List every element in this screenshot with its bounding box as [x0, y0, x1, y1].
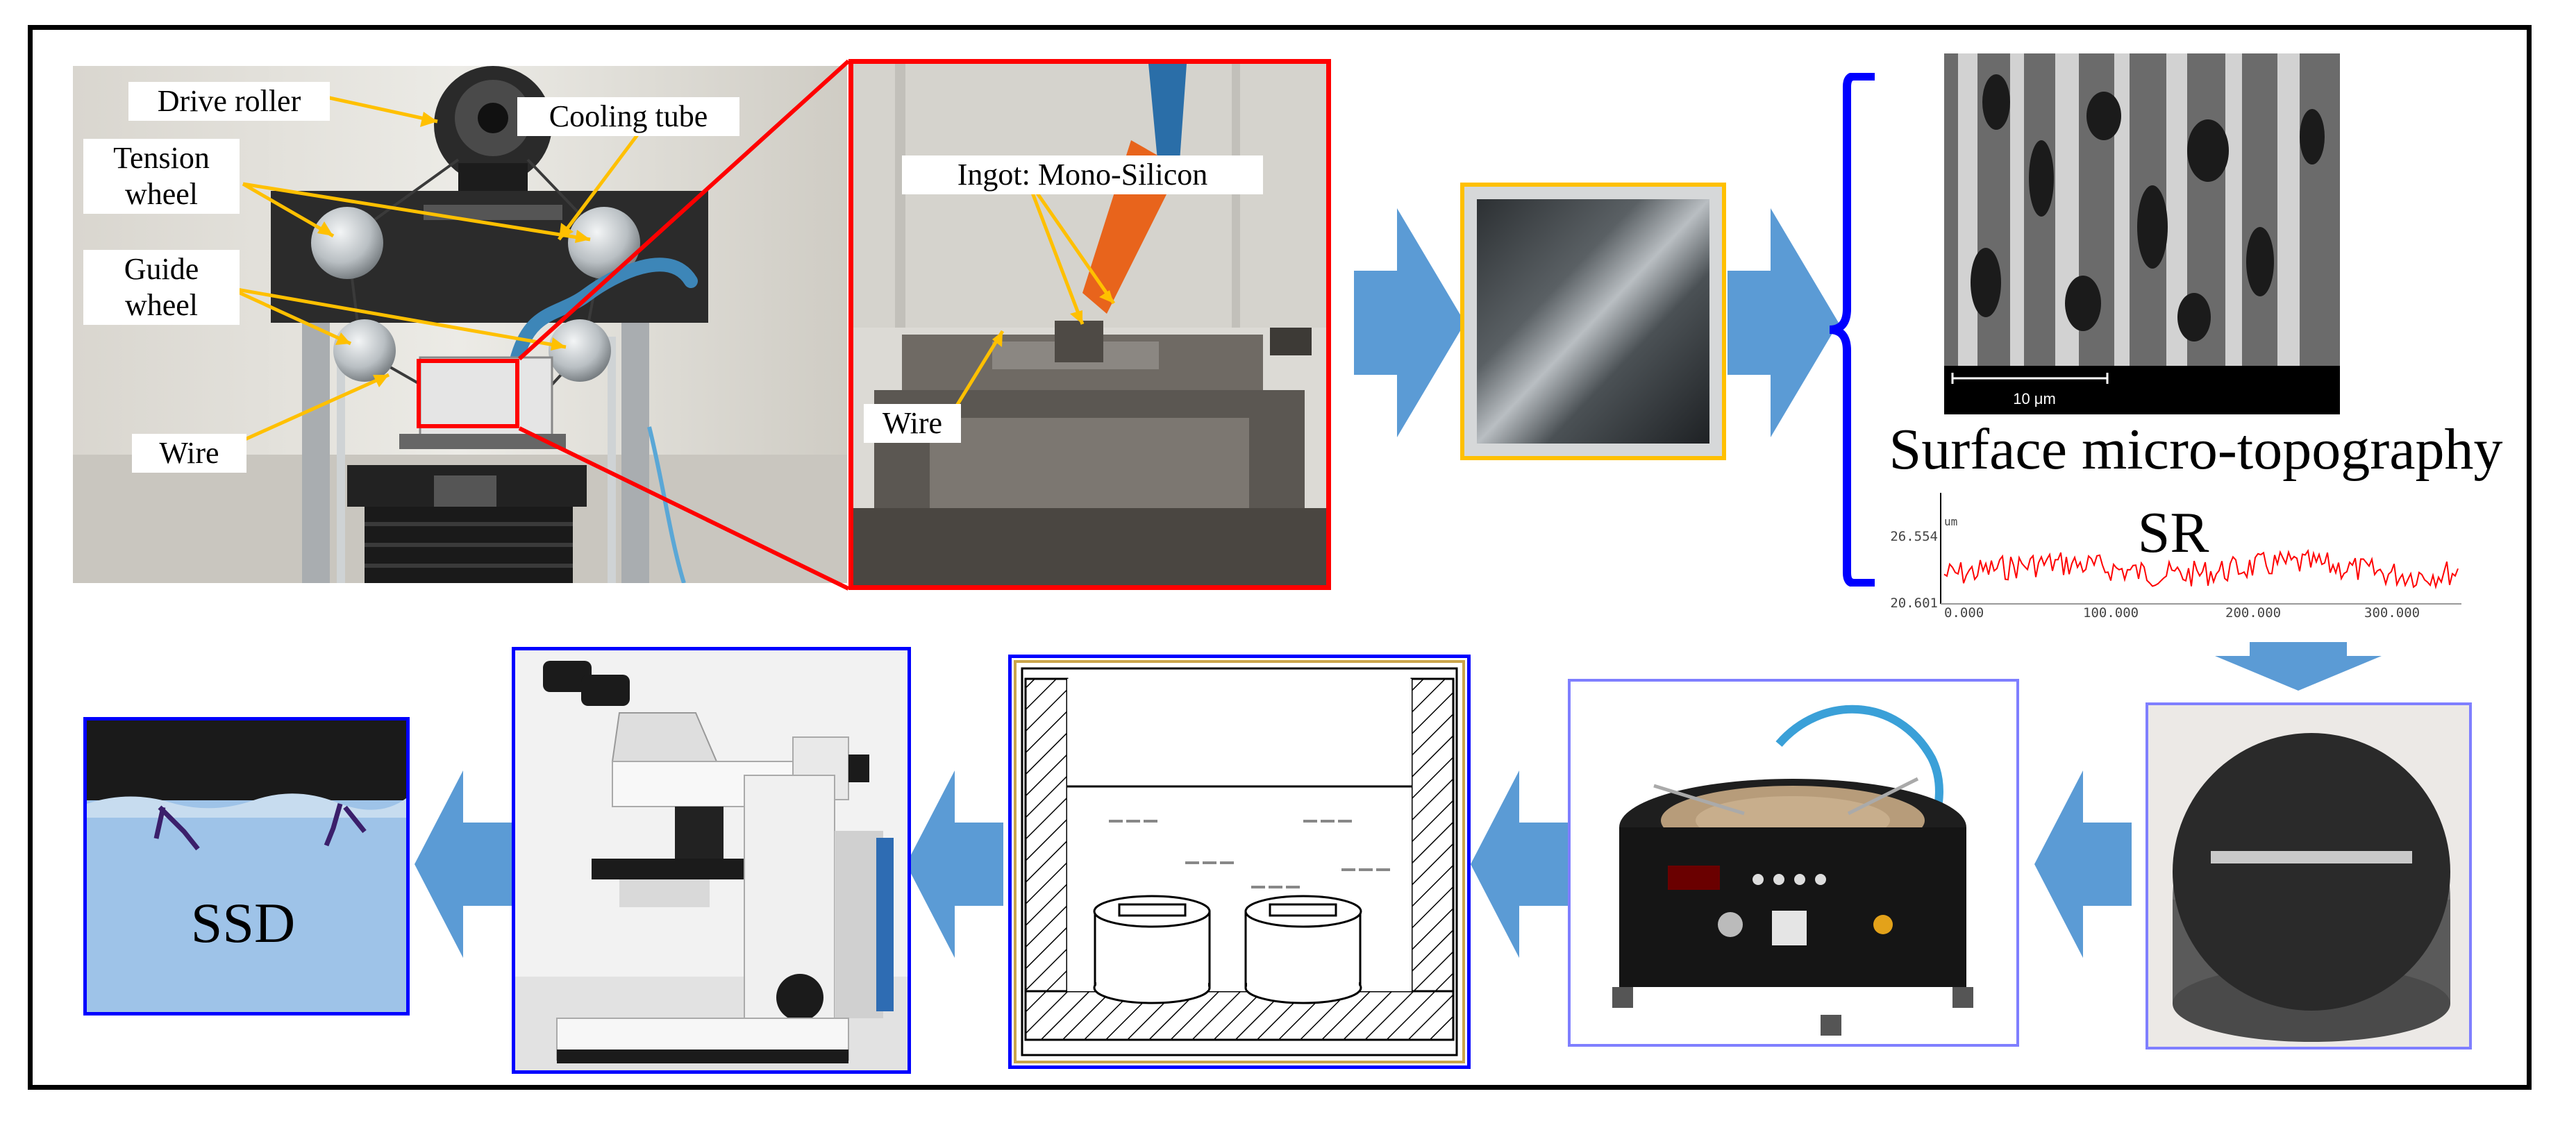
ssd-label: SSD: [190, 891, 296, 954]
cutting-zone-zoom-photo: Ingot: Mono-Silicon Wire: [848, 59, 1331, 590]
profile-x-tick-0: 0.000: [1944, 605, 1984, 621]
label-ingot: Ingot: Mono-Silicon: [902, 155, 1263, 194]
profile-y-tick-bottom: 20.601: [1890, 596, 1938, 611]
arrow-right-1: [1354, 208, 1465, 437]
roughness-profile-line: [1943, 548, 2459, 590]
arrow-down: [2215, 642, 2382, 691]
label-tension-wheel: Tension wheel: [83, 139, 240, 214]
label-cooling-tube: Cooling tube: [517, 97, 739, 136]
arrow-left-4: [415, 770, 512, 958]
zoom-region-marker: [417, 359, 519, 428]
ssd-micrograph: [83, 717, 410, 1015]
profile-x-tick-200: 200.000: [2225, 605, 2282, 621]
zoom-connector: [517, 59, 851, 591]
label-wire-zoom: Wire: [864, 404, 961, 443]
arrow-right-2: [1728, 208, 1839, 437]
sem-scale-label: 10 μm: [2013, 390, 2056, 407]
label-drive-roller: Drive roller: [128, 82, 330, 121]
roughness-profile-plot: um 26.554 20.601 0.000 100.000 200.000 3…: [1875, 486, 2465, 632]
sem-micrograph: 10 μm: [1944, 53, 2340, 414]
surface-topography-title: Surface micro-topography: [1889, 417, 2503, 482]
profile-x-tick-300: 300.000: [2364, 605, 2420, 621]
label-wire-rig: Wire: [132, 434, 246, 473]
silicon-wafer-photo: [1460, 183, 1726, 460]
polishing-machine-photo: [1568, 679, 2019, 1047]
arrow-left-1: [2034, 770, 2132, 958]
arrow-left-3: [906, 770, 1003, 958]
label-guide-wheel: Guide wheel: [83, 250, 240, 325]
profile-x-tick-100: 100.000: [2083, 605, 2139, 621]
wire-saw-rig-photo: [73, 66, 847, 583]
profile-unit: um: [1944, 515, 1958, 528]
mounted-sample-photo: [2146, 702, 2472, 1050]
sr-title: SR: [2137, 500, 2209, 565]
etching-tank-schematic: [1008, 655, 1471, 1069]
profile-y-tick-top: 26.554: [1890, 529, 1938, 544]
grouping-brace: [1829, 73, 1875, 587]
figure-frame: [28, 25, 2532, 1090]
arrow-left-2: [1471, 770, 1568, 958]
optical-microscope-photo: [512, 647, 911, 1074]
